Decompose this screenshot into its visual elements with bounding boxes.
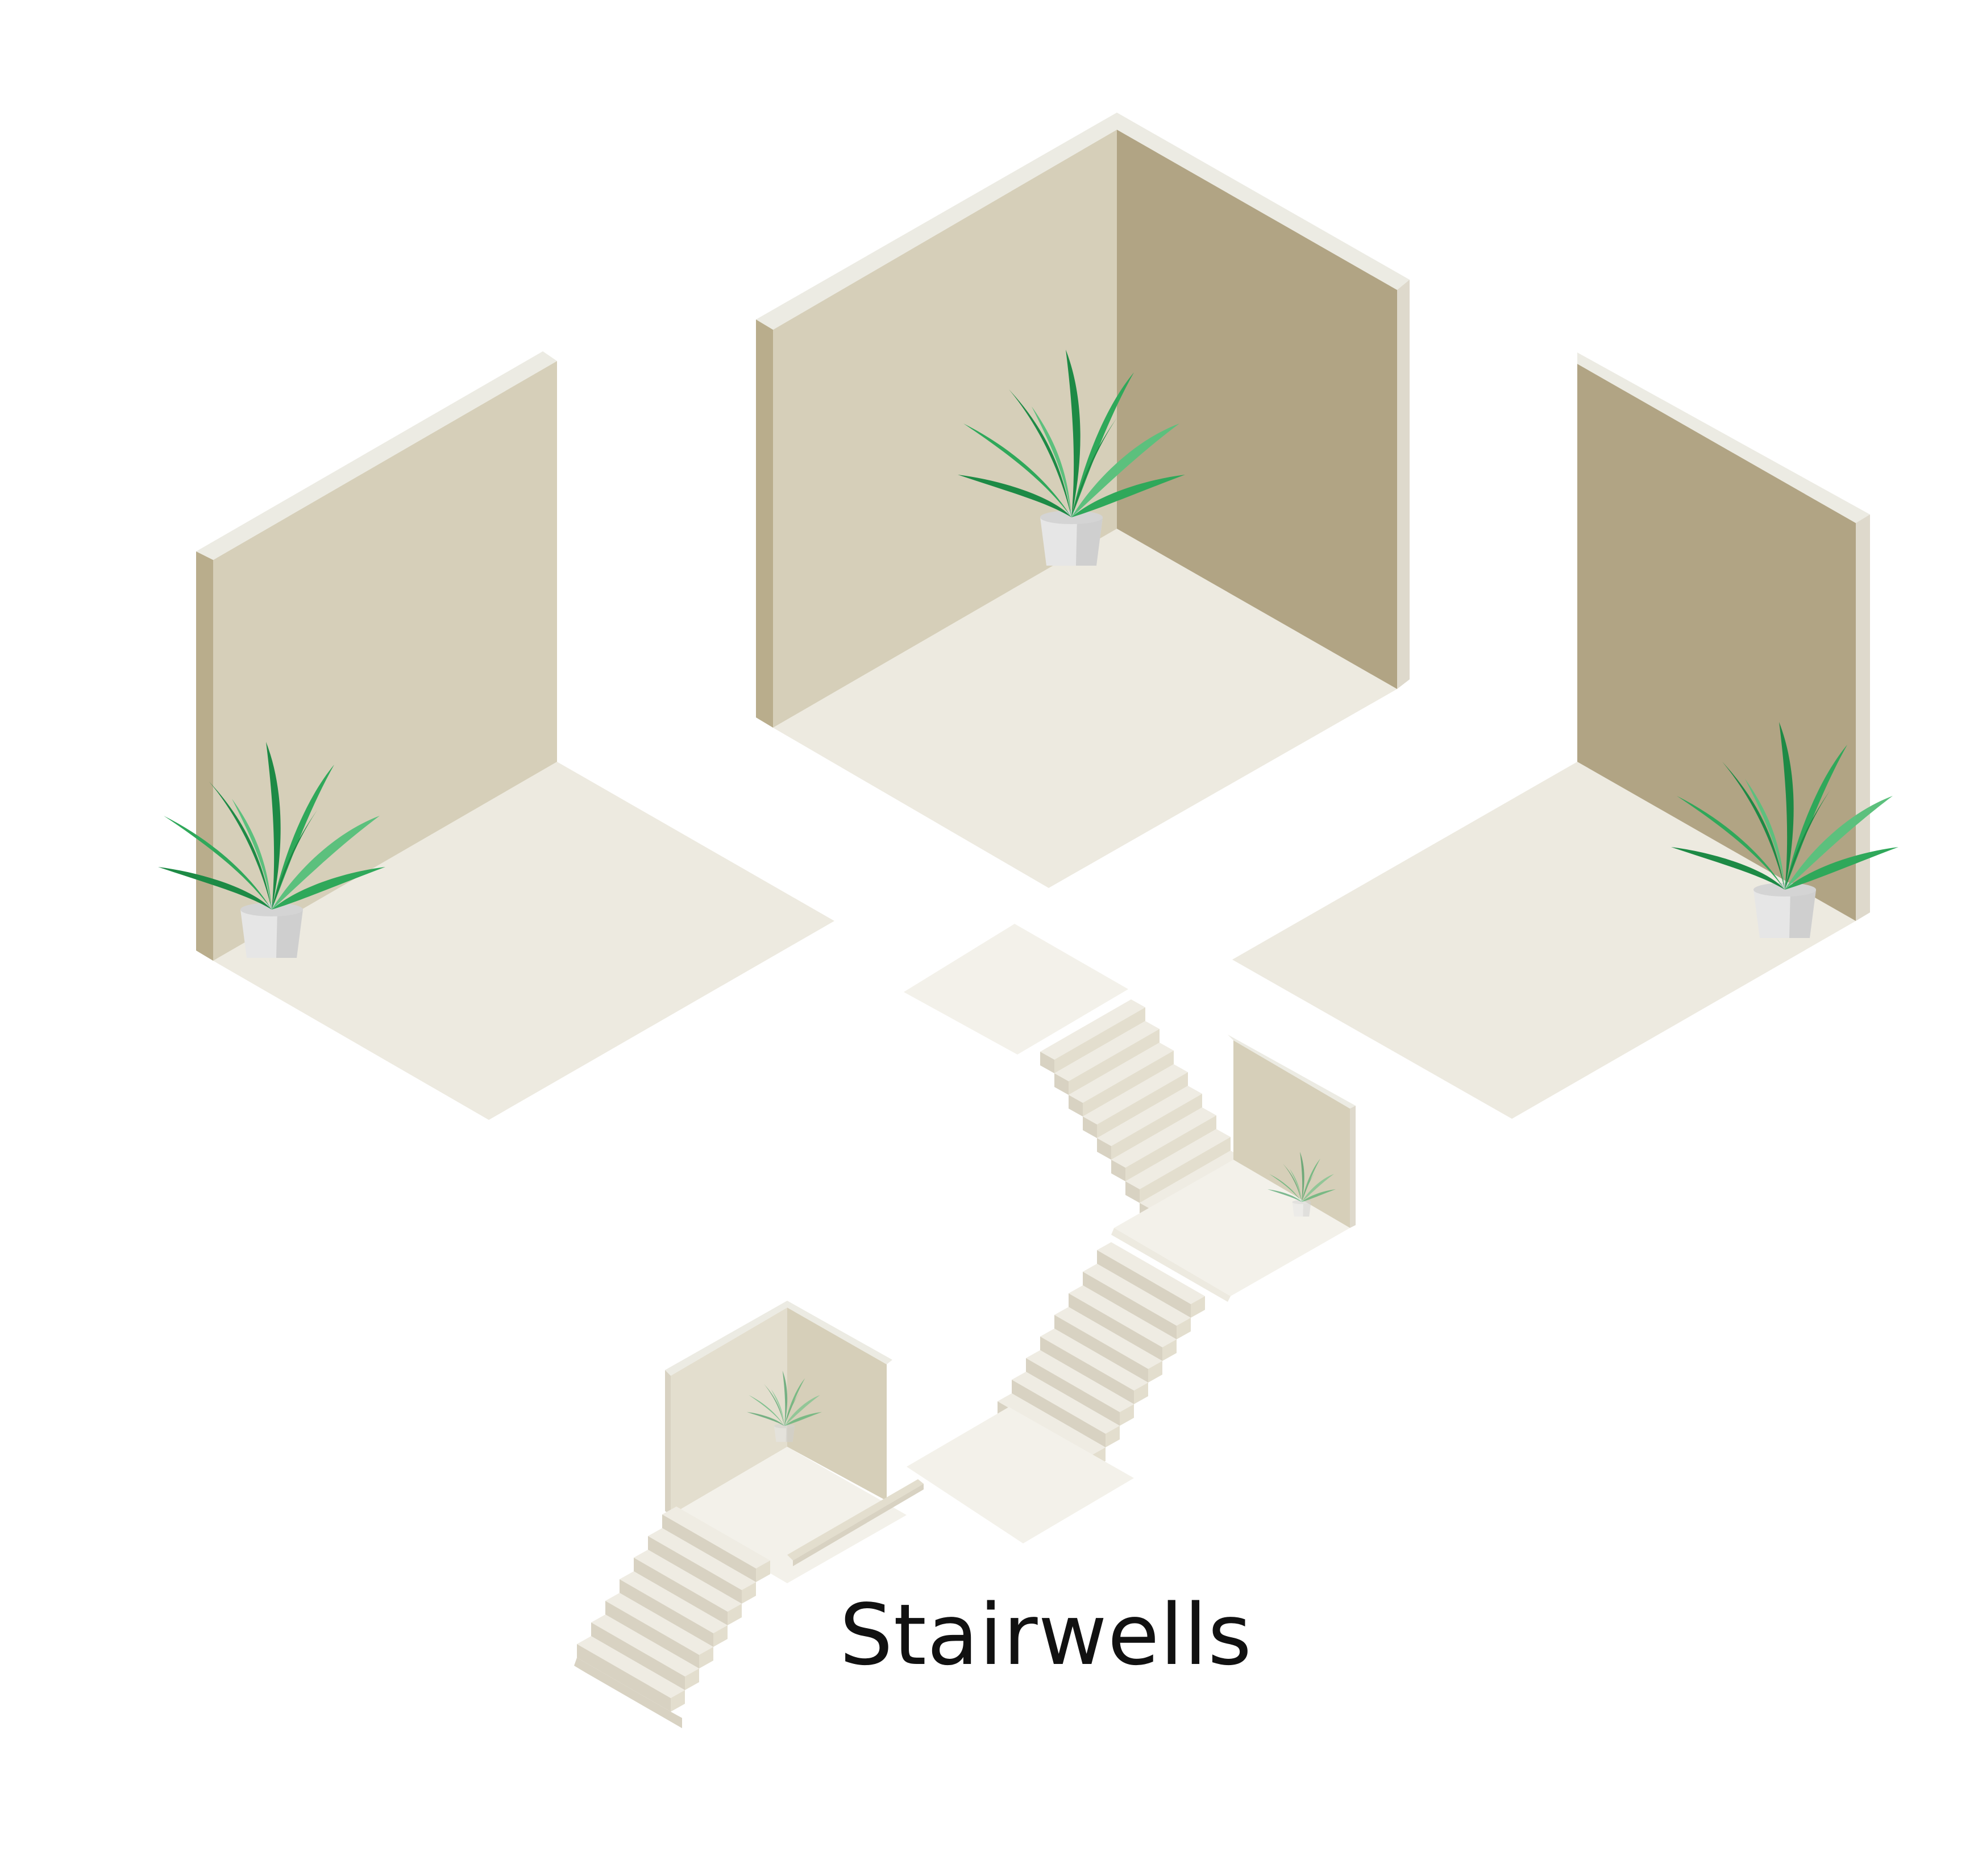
left-room-wall [213,361,557,961]
right-room-floor [1232,762,1856,1119]
center-room [756,113,1410,888]
center-room-floor [773,529,1397,888]
upper-landing [904,924,1128,1055]
lower-staircase [998,1242,1205,1469]
upper-staircase [1040,999,1245,1225]
bottom-staircase [574,1506,770,1728]
middle-alcove [1114,1035,1356,1296]
left-room-floor [213,762,834,1120]
lower-landing [907,1407,1134,1543]
center-room-left-wall [773,130,1117,728]
caption: Stairwells [839,1586,1253,1684]
lower-alcove [665,1301,924,1583]
middle-landing [1111,1228,1231,1302]
left-room [196,351,834,1120]
center-room-right-wall [1117,130,1397,689]
